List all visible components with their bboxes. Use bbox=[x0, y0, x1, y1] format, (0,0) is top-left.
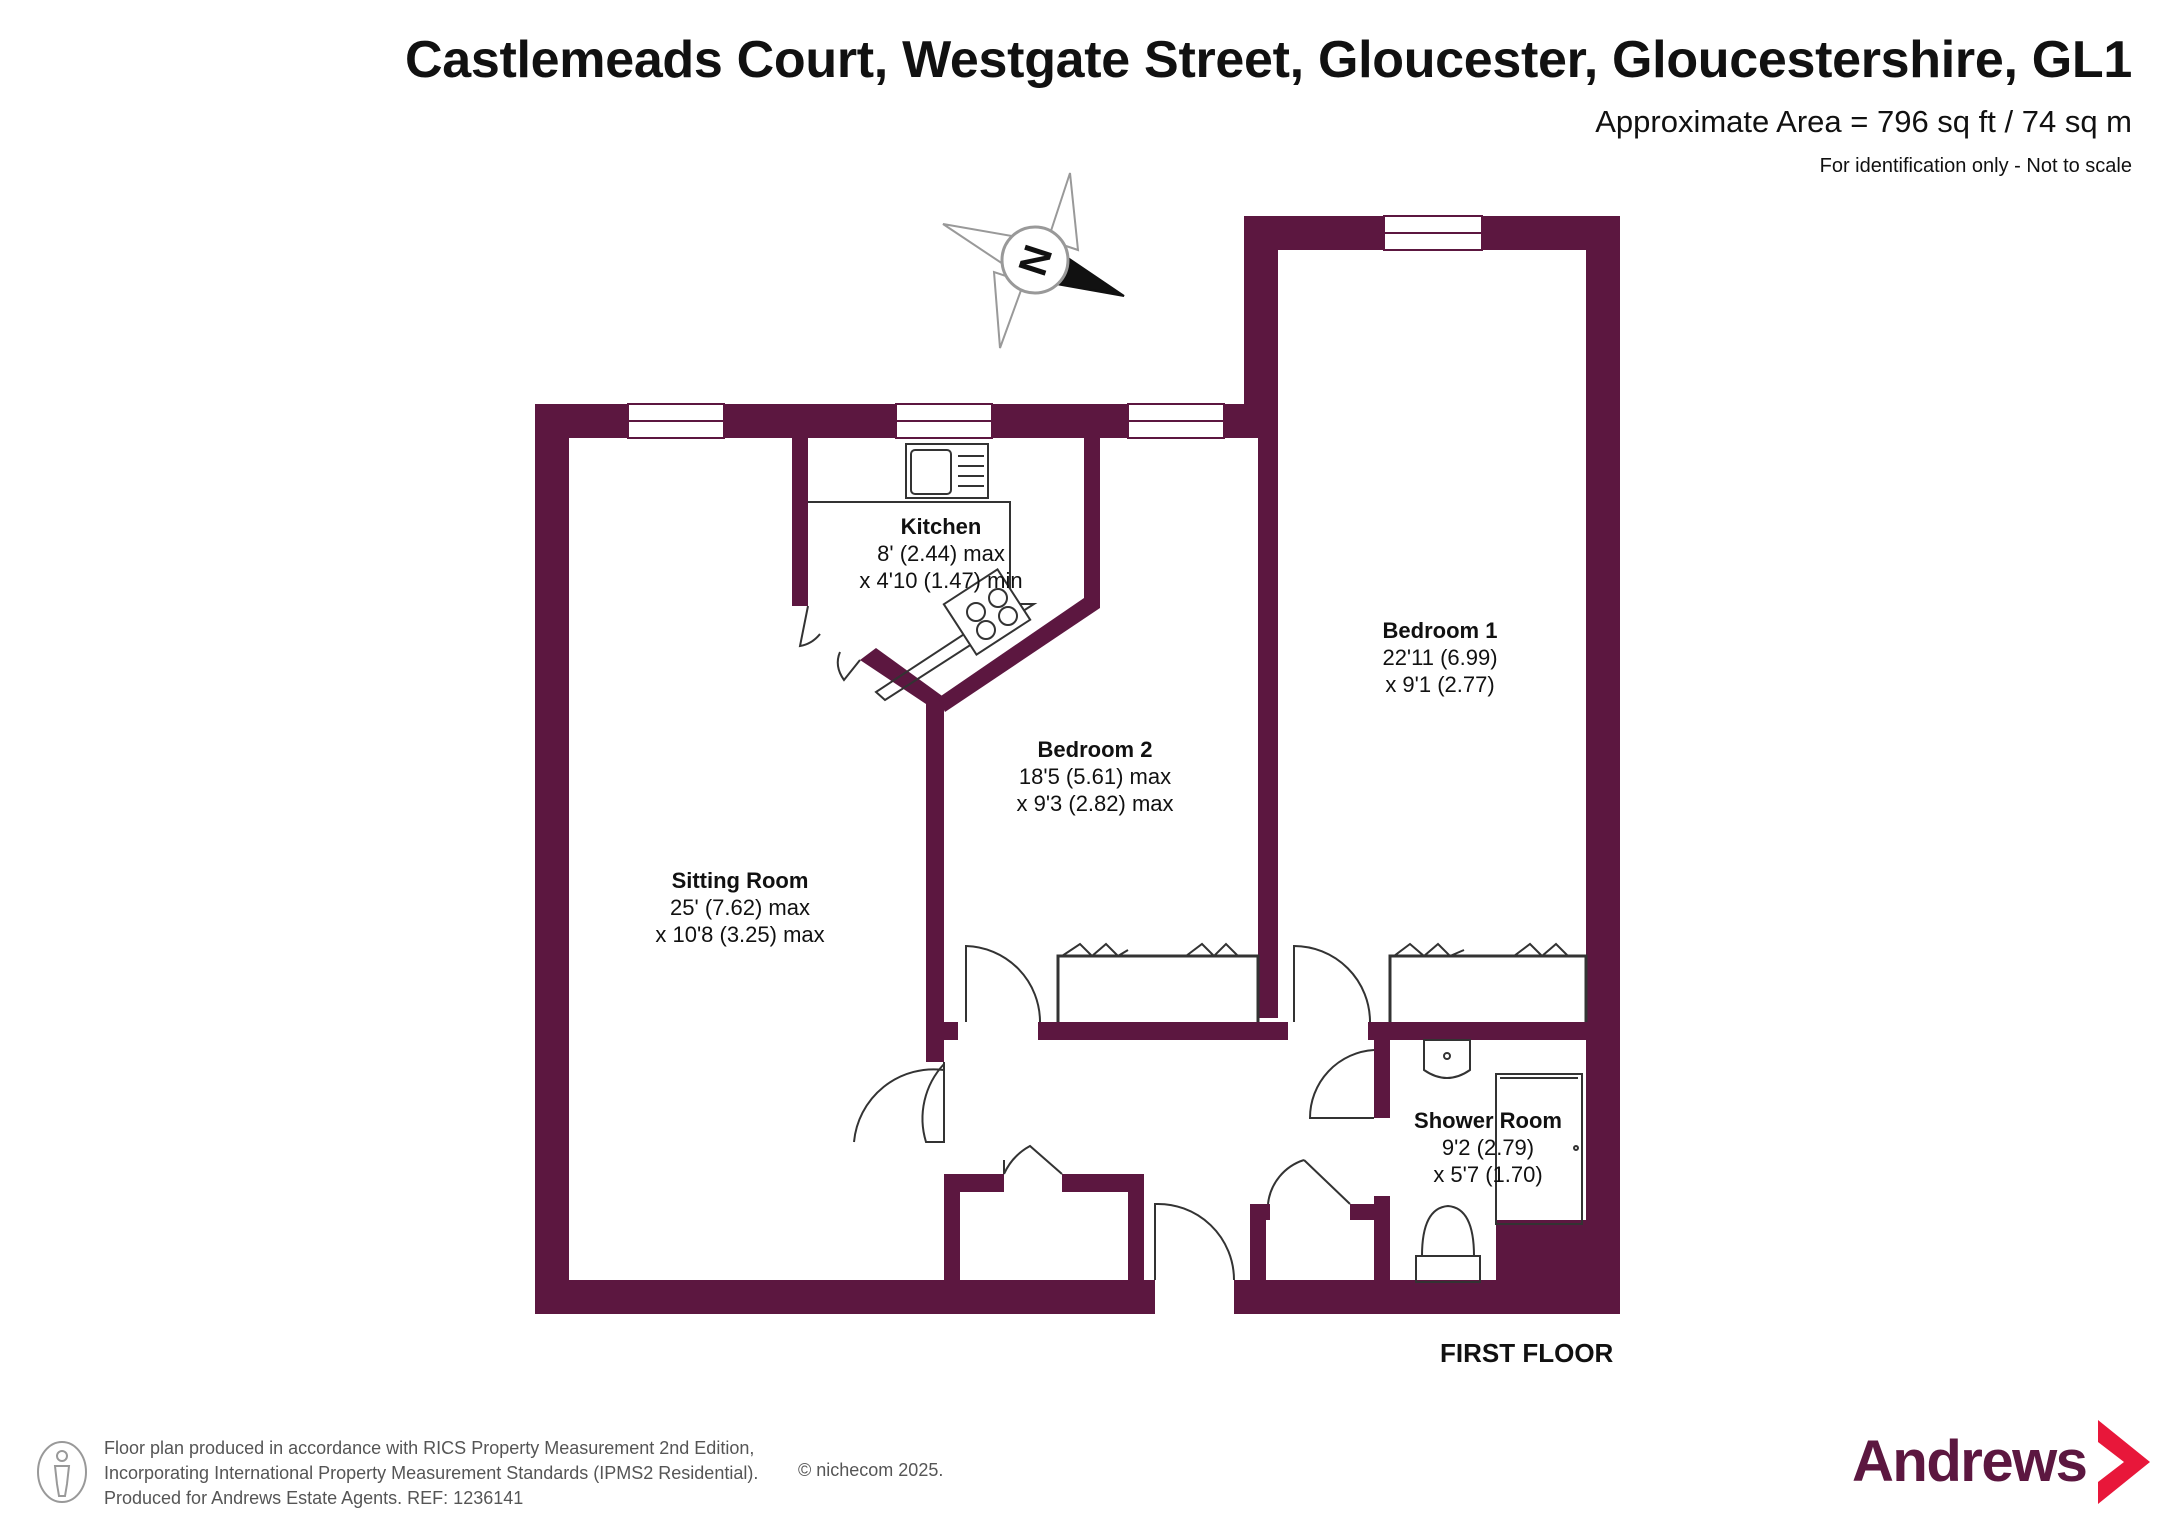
walls bbox=[535, 216, 1620, 1314]
compass-circle bbox=[1000, 225, 1070, 295]
wall-cupboard-mid-wall bbox=[944, 1174, 960, 1284]
property-address-title: Castlemeads Court, Westgate Street, Glou… bbox=[404, 31, 2132, 89]
wall-left bbox=[535, 404, 569, 1314]
bedroom1-dim1: 22'11 (6.99) bbox=[1382, 645, 1497, 670]
wall-shower-corner bbox=[1496, 1220, 1620, 1314]
hob-ring-3 bbox=[976, 620, 996, 640]
shower-drain bbox=[1573, 1145, 1579, 1151]
hob-ring-4 bbox=[998, 606, 1018, 626]
front-door-swing bbox=[1154, 1202, 1235, 1281]
footer-line-2: Incorporating International Property Mea… bbox=[104, 1463, 759, 1483]
footer-line-3: Produced for Andrews Estate Agents. REF:… bbox=[104, 1488, 524, 1508]
sitting-door-swing bbox=[921, 1063, 945, 1143]
footer-disclaimer: Floor plan produced in accordance with R… bbox=[104, 1436, 758, 1511]
wall-kitchen-left bbox=[792, 438, 808, 606]
basin-tap bbox=[1443, 1052, 1451, 1060]
kitchen-hob bbox=[942, 568, 1032, 656]
kitchen-name: Kitchen bbox=[901, 514, 982, 539]
wardrobe-bed1-doors-2 bbox=[1513, 942, 1582, 958]
wardrobe-bed2 bbox=[1056, 954, 1260, 1022]
footer-line-1: Floor plan produced in accordance with R… bbox=[104, 1438, 755, 1458]
bedroom2-dim1: 18'5 (5.61) max bbox=[1019, 764, 1171, 789]
wall-bottom-left bbox=[535, 1280, 1155, 1314]
brand-chevron-icon bbox=[2098, 1420, 2150, 1504]
wall-cupboard-right-top bbox=[1250, 1204, 1270, 1220]
wall-bed2-bed1 bbox=[1258, 438, 1278, 1018]
compass-rose: N bbox=[942, 172, 1125, 349]
bedroom2-name: Bedroom 2 bbox=[1038, 737, 1153, 762]
front-door-gap bbox=[1155, 1280, 1234, 1314]
kitchen-counter bbox=[808, 501, 1011, 604]
shower-room-dim1: 9'2 (2.79) bbox=[1442, 1135, 1534, 1160]
toilet-cistern bbox=[1415, 1255, 1481, 1283]
wall-sitting-bed2-lower bbox=[926, 1032, 944, 1062]
cupboard-right-door-swing bbox=[1267, 1159, 1351, 1205]
kitchen-sink bbox=[905, 443, 989, 499]
kitchen-dim1: 8' (2.44) max bbox=[877, 541, 1005, 566]
wall-bed1-bottom bbox=[1368, 1022, 1586, 1040]
doors bbox=[798, 605, 1375, 1281]
wall-bed1-left bbox=[1244, 216, 1278, 438]
room-labels: Kitchen 8' (2.44) max x 4'10 (1.47) min … bbox=[655, 514, 1562, 1187]
fixtures bbox=[808, 443, 1588, 1283]
disclaimer-note: For identification only - Not to scale bbox=[1819, 155, 2132, 177]
bedroom1-dim2: x 9'1 (2.77) bbox=[1385, 672, 1494, 697]
kitchen-counter-diagonal bbox=[874, 603, 1038, 702]
bedroom1-name: Bedroom 1 bbox=[1383, 618, 1498, 643]
shower-room-dim2: x 5'7 (1.70) bbox=[1433, 1162, 1542, 1187]
windows bbox=[627, 215, 1483, 1314]
bedroom2-dim2: x 9'3 (2.82) max bbox=[1016, 791, 1173, 816]
wall-kitchen-right bbox=[1084, 438, 1100, 608]
wall-cupboard-right-top2 bbox=[1350, 1204, 1374, 1220]
hob-ring-2 bbox=[988, 588, 1008, 608]
wall-bed2-bottom bbox=[1038, 1022, 1288, 1040]
kitchen-dim2: x 4'10 (1.47) min bbox=[859, 568, 1022, 593]
shower-tray bbox=[1495, 1073, 1583, 1225]
sitting-door-arc bbox=[853, 1068, 945, 1143]
wardrobe-bed2-doors-2 bbox=[1185, 942, 1254, 958]
kitchen-sink-bowl bbox=[910, 449, 952, 495]
wall-cupboard-right-side bbox=[1250, 1204, 1266, 1284]
sitting-room-dim2: x 10'8 (3.25) max bbox=[655, 922, 824, 947]
floor-label: FIRST FLOOR bbox=[1440, 1338, 1614, 1368]
wall-right bbox=[1586, 216, 1620, 1314]
wall-cupboard-left-side bbox=[1128, 1174, 1144, 1284]
toilet-bowl bbox=[1421, 1204, 1475, 1257]
wardrobe-bed1-doors-1 bbox=[1393, 942, 1465, 958]
hob-ring-1 bbox=[966, 602, 986, 622]
brand-logo-text: Andrews bbox=[1852, 1429, 2088, 1494]
wall-sitting-bed2 bbox=[926, 702, 944, 1032]
cupboard-left-door-swing bbox=[1003, 1144, 1063, 1175]
approximate-area: Approximate Area = 796 sq ft / 74 sq m bbox=[1595, 104, 2132, 139]
kitchen-door-swing-right bbox=[836, 651, 861, 682]
wall-shower-left bbox=[1374, 1036, 1390, 1118]
bedroom2-door-swing bbox=[965, 944, 1041, 1023]
shower-room-name: Shower Room bbox=[1414, 1108, 1562, 1133]
shower-door-swing bbox=[1308, 1049, 1375, 1119]
wall-shower-left-lower bbox=[1374, 1196, 1390, 1296]
bedroom1-door-swing bbox=[1293, 944, 1371, 1023]
wall-kitchen-diag-left bbox=[860, 648, 945, 712]
washbasin bbox=[1423, 1039, 1471, 1079]
person-scale-icon bbox=[37, 1441, 87, 1503]
wall-cupboard-left-top2 bbox=[1062, 1174, 1144, 1192]
sitting-room-name: Sitting Room bbox=[672, 868, 809, 893]
wardrobe-bed2-doors-1 bbox=[1061, 942, 1129, 958]
wall-bed2-stub bbox=[944, 1022, 958, 1040]
footer-copyright: © nichecom 2025. bbox=[798, 1460, 944, 1480]
kitchen-door-swing-left bbox=[798, 605, 821, 648]
sitting-room-dim1: 25' (7.62) max bbox=[670, 895, 810, 920]
wall-kitchen-diag-right bbox=[938, 598, 1100, 712]
wardrobe-bed1 bbox=[1388, 954, 1588, 1022]
